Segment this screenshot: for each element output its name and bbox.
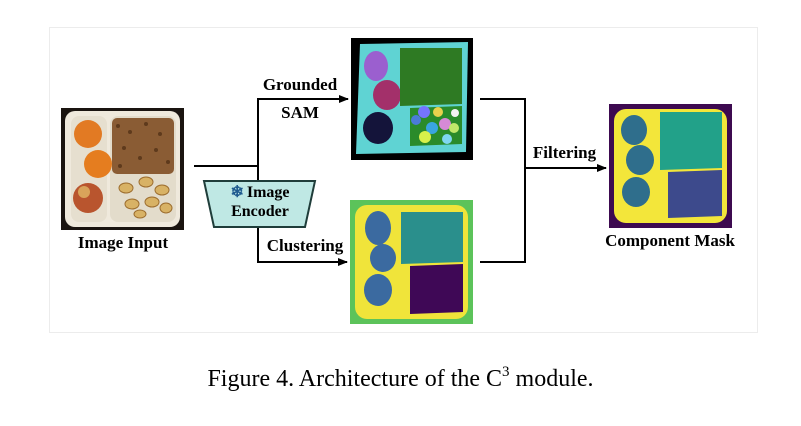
caption-superscript: 3	[502, 364, 510, 380]
clustering-mask	[350, 200, 473, 324]
grounded-sam-mask	[351, 38, 473, 160]
grounded-sam-arrow	[257, 95, 349, 166]
sam-label: SAM	[281, 103, 319, 122]
caption-prefix: Figure 4. Architecture of the C	[207, 366, 503, 392]
encoder-line-1: Image	[246, 184, 290, 201]
encoder-line-2: Encoder	[231, 203, 289, 220]
image-encoder-label: ❄Image Encoder	[206, 183, 314, 221]
figure-frame	[49, 27, 758, 333]
image-input-label: Image Input	[77, 233, 169, 252]
figure-caption: Figure 4. Architecture of the C3 module.	[0, 364, 801, 393]
caption-suffix: module.	[509, 366, 594, 392]
grounded-label: Grounded	[262, 75, 338, 94]
filtering-label: Filtering	[532, 143, 597, 162]
image-encoder-box	[202, 180, 317, 228]
snowflake-icon: ❄	[230, 184, 244, 201]
component-mask-image	[609, 104, 732, 228]
clustering-label: Clustering	[266, 236, 344, 255]
input-image	[61, 108, 184, 230]
merge-bracket	[480, 98, 526, 263]
component-mask-label: Component Mask	[605, 231, 735, 250]
